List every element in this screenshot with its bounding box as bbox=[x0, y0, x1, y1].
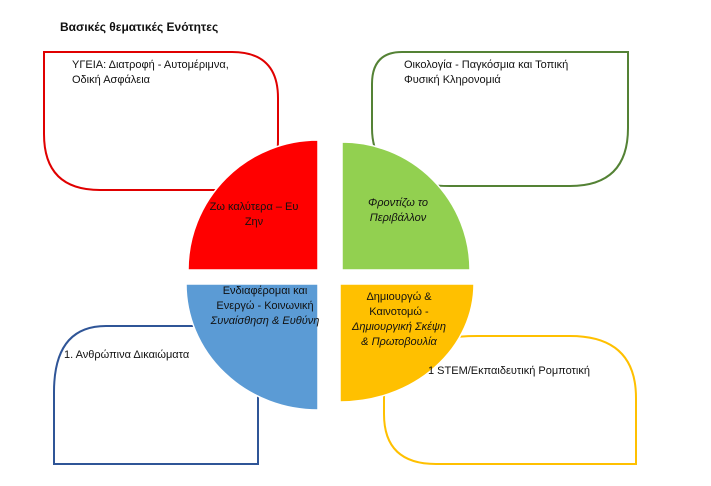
yellow-quadrant bbox=[339, 283, 475, 403]
stem-box-label: 1 STEM/Εκπαιδευτική Ρομποτική bbox=[428, 365, 590, 377]
green-quadrant-line1: Φροντίζω το bbox=[348, 196, 448, 211]
yellow-quadrant-label: Δημιουργώ & Καινοτομώ - Δημιουργική Σκέψ… bbox=[340, 290, 458, 350]
blue-quadrant-line1: Ενδιαφέρομαι και bbox=[222, 285, 308, 297]
green-quadrant-line2: Περιβάλλον bbox=[348, 211, 448, 226]
yellow-quadrant-line1: Δημιουργώ & bbox=[366, 291, 432, 303]
yellow-quadrant-line2: Καινοτομώ - bbox=[369, 306, 429, 318]
yellow-quadrant-line3-text: Δημιουργική Σκέψη bbox=[351, 321, 447, 333]
yellow-quadrant-line4-text: & Πρωτοβουλία bbox=[361, 336, 437, 348]
health-box-label: ΥΓΕΙΑ: Διατροφή - Αυτομέριμνα, Οδική Ασφ… bbox=[72, 59, 229, 86]
green-quadrant bbox=[341, 141, 471, 271]
red-quadrant bbox=[187, 139, 319, 271]
rights-box-label: 1. Ανθρώπινα Δικαιώματα bbox=[64, 349, 190, 361]
red-quadrant-line1: Ζω καλύτερα – Ευ bbox=[209, 201, 299, 213]
yellow-quadrant-line3: Δημιουργική Σκέψη bbox=[340, 320, 458, 335]
blue-quadrant-line2: Ενεργώ - Κοινωνική bbox=[216, 300, 314, 312]
red-quadrant-label: Ζω καλύτερα – Ευ Ζην bbox=[196, 200, 312, 230]
green-quadrant-line1-text: Φροντίζω το bbox=[368, 197, 428, 209]
blue-quadrant bbox=[185, 283, 319, 411]
green-quadrant-label: Φροντίζω το Περιβάλλον bbox=[348, 196, 448, 226]
red-quadrant-line2: Ζην bbox=[244, 216, 264, 228]
green-quadrant-line2-text: Περιβάλλον bbox=[369, 212, 427, 224]
ecology-box-label: Οικολογία - Παγκόσμια και Τοπική Φυσική … bbox=[404, 59, 569, 86]
blue-quadrant-label: Ενδιαφέρομαι και Ενεργώ - Κοινωνική Συνα… bbox=[196, 284, 334, 329]
blue-quadrant-line3-text: Συναίσθηση & Ευθύνη bbox=[210, 315, 320, 327]
page-title: Βασικές θεματικές Ενότητες bbox=[60, 20, 219, 34]
yellow-quadrant-line4: & Πρωτοβουλία bbox=[340, 335, 458, 350]
blue-quadrant-line3: Συναίσθηση & Ευθύνη bbox=[196, 314, 334, 329]
